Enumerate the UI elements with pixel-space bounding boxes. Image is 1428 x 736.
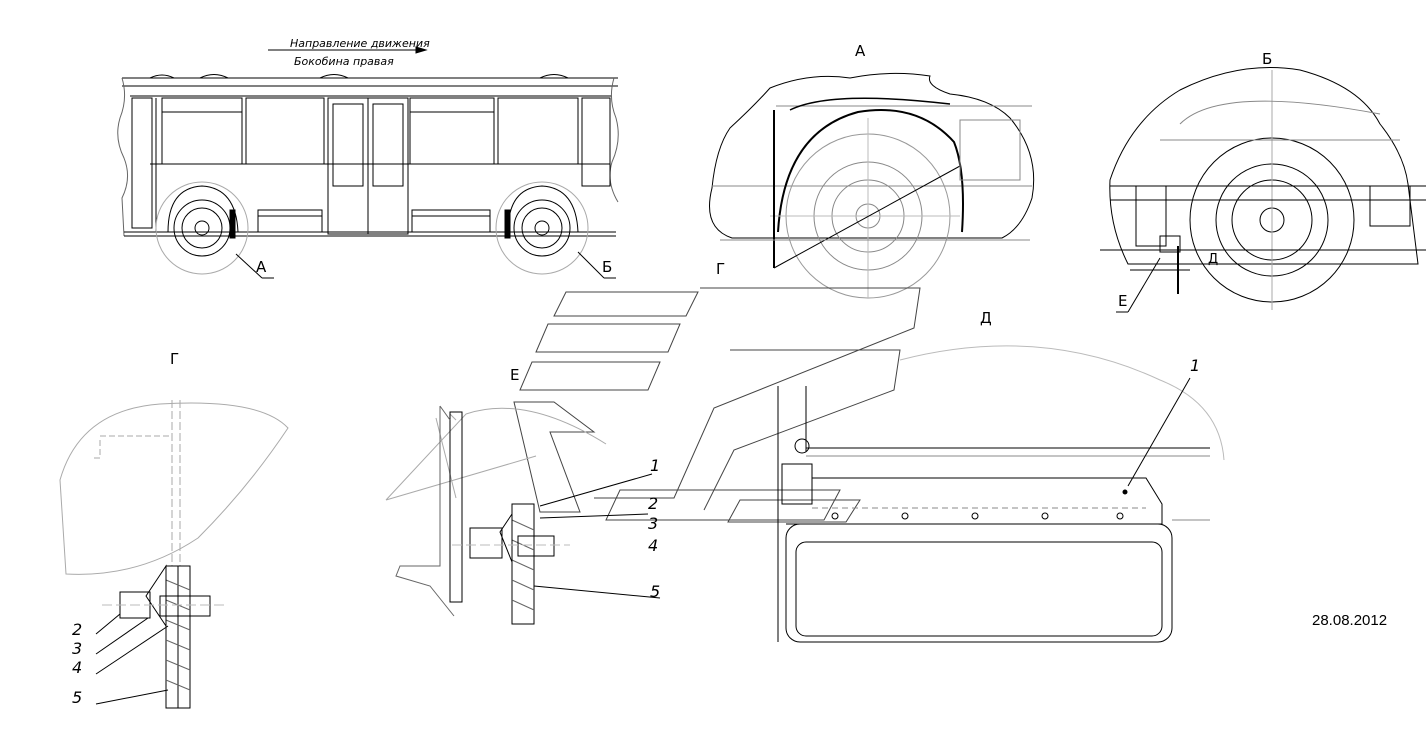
part-number-1-right: 1 [1190, 356, 1201, 375]
part-number-4-center: 4 [648, 536, 659, 555]
view-b [1100, 67, 1426, 313]
part-number-2-center: 2 [648, 494, 659, 513]
part-number-3-center: 3 [648, 514, 659, 533]
leader-stripes [513, 287, 921, 523]
view-label-g-center: Г [716, 260, 726, 278]
view-label-e-center: Е [510, 366, 520, 384]
view-label-e-right: Е [1118, 292, 1128, 310]
part-number-5-center: 5 [650, 582, 661, 601]
view-label-a-bus: А [256, 258, 267, 276]
part-number-2-left: 2 [72, 620, 83, 639]
view-d [777, 345, 1225, 643]
center-section [385, 405, 661, 625]
bus-side-view [117, 46, 619, 279]
part-number-5-left: 5 [72, 688, 83, 707]
detail-g [59, 400, 289, 709]
view-label-b-top: Б [1262, 50, 1273, 68]
direction-label: Направление движения [290, 37, 430, 50]
view-label-d-marker: Д [1208, 252, 1219, 267]
view-label-d-title: Д [980, 309, 992, 327]
view-label-b-bus: Б [602, 258, 613, 276]
part-number-1-center: 1 [650, 456, 661, 475]
part-number-4-left: 4 [72, 658, 83, 677]
side-label: Бокобина правая [294, 55, 394, 68]
view-a [709, 72, 1035, 299]
view-label-a-top: А [855, 42, 866, 60]
view-label-g-left: Г [170, 350, 180, 368]
drawing-date: 28.08.2012 [1312, 612, 1388, 629]
part-number-3-left: 3 [72, 639, 83, 658]
